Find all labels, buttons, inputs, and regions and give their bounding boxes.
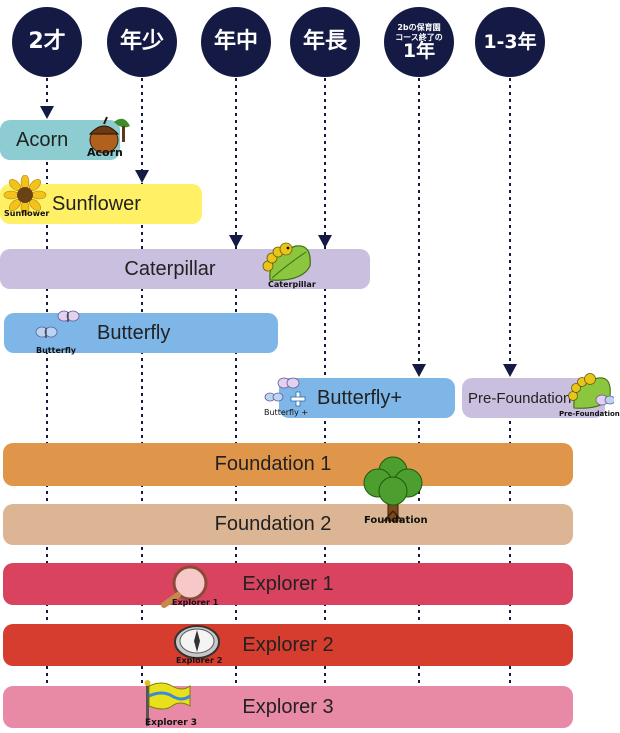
program-bar-explorer-1: Explorer 1 (3, 563, 573, 605)
program-label: Butterfly+ (317, 386, 403, 409)
sunflower-icon (3, 175, 47, 215)
age-sublabel-2: コース終了の (395, 32, 443, 42)
program-bar-foundation-2: Foundation 2 (3, 504, 573, 545)
arrow-caterpillar-2 (318, 235, 332, 248)
pre-foundation-icon (568, 373, 614, 409)
foundation-icon-label: Foundation (364, 515, 428, 526)
program-label: Foundation 2 (214, 513, 332, 535)
arrow-acorn (40, 106, 54, 119)
age-circle-1-3-years: 1-3年 (475, 7, 545, 77)
explorer-3-icon-label: Explorer 3 (145, 718, 198, 728)
age-label: 年長 (302, 29, 347, 54)
program-bar-foundation-1: Foundation 1 (3, 443, 573, 486)
age-circle-2: 2才 (12, 7, 82, 77)
program-label: Explorer 2 (242, 633, 334, 656)
program-label: Foundation 1 (214, 453, 332, 475)
age-circle-nencho: 年長 (290, 7, 360, 77)
program-bar-butterfly: Butterfly (4, 313, 278, 353)
age-label: 1年 (402, 39, 436, 62)
age-sublabel-1: 2bの保育園 (397, 23, 441, 33)
program-label: Pre-Foundation (468, 389, 572, 407)
program-label: Butterfly (97, 321, 171, 344)
acorn-icon (88, 116, 130, 154)
age-circle-nensho: 年少 (107, 7, 177, 77)
butterfly-icon (35, 310, 80, 338)
arrow-caterpillar-1 (229, 235, 243, 248)
caterpillar-icon (262, 242, 311, 281)
butterfly-plus-icon (264, 377, 306, 407)
acorn-icon-label: Acorn (87, 146, 123, 159)
program-bar-explorer-2: Explorer 2 (3, 624, 573, 666)
tree-icon (363, 456, 423, 522)
arrow-pre-foundation (503, 364, 517, 377)
arrow-butterfly-plus (412, 364, 426, 377)
age-label: 年少 (119, 29, 164, 54)
age-label: 1-3年 (483, 30, 537, 53)
explorer-1-icon-label: Explorer 1 (172, 598, 219, 607)
magnifying-glass-icon (161, 565, 208, 608)
age-label: 2才 (28, 29, 66, 54)
program-label: Caterpillar (124, 257, 216, 280)
age-label: 年中 (213, 29, 258, 54)
program-bar-butterfly-plus: Butterfly+ (279, 378, 455, 418)
age-circle-nenchu: 年中 (201, 7, 271, 77)
program-label: Explorer 1 (242, 572, 334, 595)
program-bar-explorer-3: Explorer 3 (3, 686, 573, 728)
flag-icon (144, 680, 191, 726)
pre-foundation-icon-label: Pre-Foundation (559, 410, 620, 418)
butterfly-plus-icon-label: Butterfly + (264, 408, 309, 417)
program-label: Explorer 3 (242, 695, 334, 718)
caterpillar-icon-label: Caterpillar (268, 280, 316, 289)
program-label: Acorn (16, 128, 69, 151)
age-circle-nursery-course: 2bの保育園 コース終了の 1年 (384, 7, 454, 77)
explorer-2-icon-label: Explorer 2 (176, 656, 223, 665)
compass-icon (174, 625, 220, 659)
butterfly-icon-label: Butterfly (36, 346, 76, 355)
program-label: Sunflower (52, 192, 141, 215)
sunflower-icon-label: Sunflower (4, 209, 50, 218)
arrow-sunflower (135, 170, 149, 183)
